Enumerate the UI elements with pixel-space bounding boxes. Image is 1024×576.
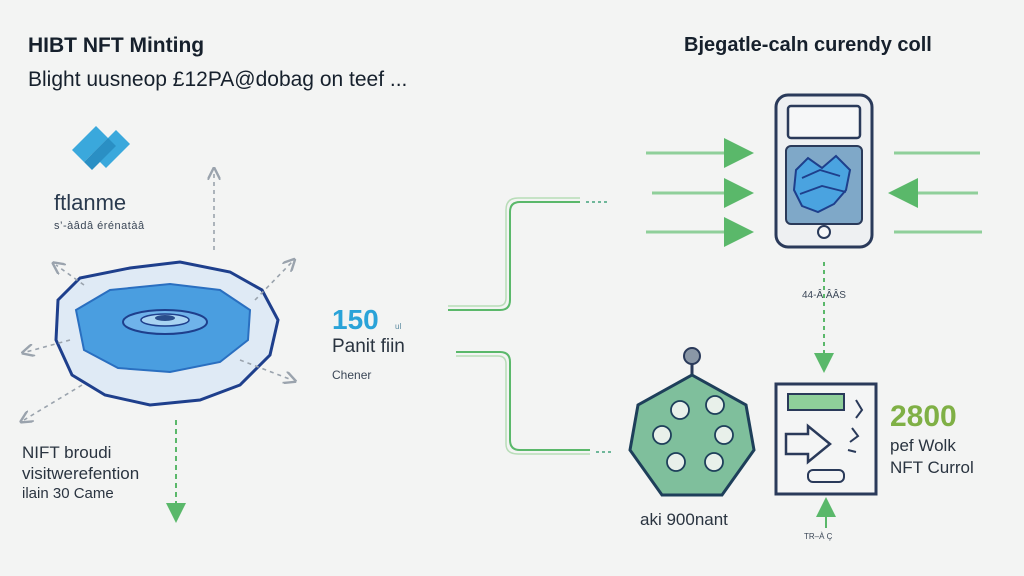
stat-1-suffix: ul	[395, 322, 402, 331]
connector-lines	[448, 197, 612, 455]
brand-tagline: s’-àâdâ érénatàâ	[54, 220, 145, 232]
phone-device-icon	[774, 93, 874, 249]
bottom-label: TR–À Ç	[804, 532, 833, 541]
stat-2-label-2: NFT Currol	[890, 458, 974, 477]
page-title: HIBT NFT Minting	[28, 34, 205, 57]
stat-1-label: Panit fiin	[332, 336, 405, 357]
radiating-arrows	[24, 172, 292, 420]
right-section-title: Bjegatle-caln curendy coll	[684, 34, 932, 56]
stat-1-value: 150	[332, 304, 379, 335]
nft-card-icon	[774, 382, 878, 496]
stat-2-value: 2800	[890, 400, 957, 433]
phone-label: 44-Â ÂÂS	[802, 290, 846, 301]
stat-2-label-1: pef Wolk	[890, 436, 956, 455]
brand-name: ftlanme	[54, 190, 127, 215]
left-caption-line-3: ilain 30 Came	[22, 485, 114, 502]
phone-input-arrows	[646, 138, 982, 247]
logo-icon	[72, 126, 130, 170]
left-caption-line-1: NIFT broudi	[22, 443, 112, 462]
page-subtitle: Blight uusneop £12PA@dobag on teef ...	[28, 68, 408, 91]
left-caption-line-2: visitwerefention	[22, 464, 140, 483]
stat-1-sublabel: Chener	[332, 368, 372, 382]
minting-platter-icon	[54, 260, 280, 407]
hexagon-label: aki 900nant	[640, 510, 728, 529]
token-hexagon-icon	[628, 347, 756, 497]
